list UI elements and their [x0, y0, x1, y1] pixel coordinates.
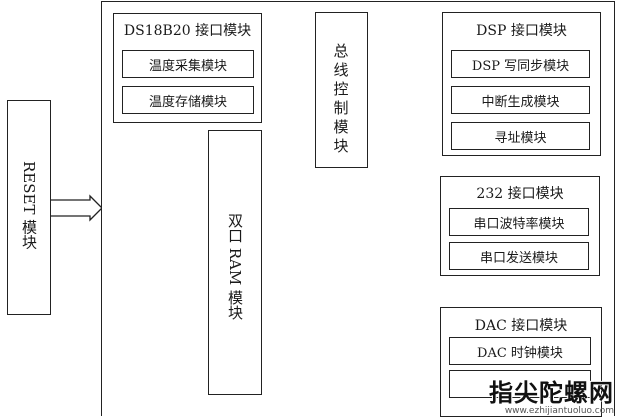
dual-port-ram-label: 双口 RAM 模块 [226, 213, 244, 321]
interrupt-generation-module: 中断生成模块 [451, 86, 590, 114]
bus-control-label: 总线控制模块 [333, 42, 349, 155]
dac-title: DAC 接口模块 [474, 318, 568, 334]
dac-clock-module: DAC 时钟模块 [449, 337, 591, 365]
watermark-url: www.ezhijiantuoluo.com [504, 406, 614, 416]
reset-module [7, 100, 51, 315]
dsp-write-sync-module: DSP 写同步模块 [451, 50, 590, 78]
rs232-title: 232 接口模块 [476, 186, 564, 202]
uart-baud-rate-module: 串口波特率模块 [449, 208, 589, 236]
uart-transmit-module: 串口发送模块 [449, 242, 589, 270]
dac-second-submodule [449, 370, 591, 398]
watermark-text: 指尖陀螺网 [489, 379, 614, 407]
arrow-reset-to-system [49, 194, 103, 222]
bus-control-module [315, 12, 368, 168]
addressing-module: 寻址模块 [451, 122, 590, 150]
dsp-title: DSP 接口模块 [476, 23, 567, 39]
temperature-storage-module: 温度存储模块 [122, 86, 254, 114]
dual-port-ram-module [208, 130, 262, 395]
reset-module-label: RESET 模块 [20, 160, 38, 250]
site-watermark: 指尖陀螺网 www.ezhijiantuoluo.com [489, 373, 614, 416]
temperature-acquisition-module: 温度采集模块 [122, 50, 254, 78]
ds18b20-title: DS18B20 接口模块 [123, 23, 252, 39]
